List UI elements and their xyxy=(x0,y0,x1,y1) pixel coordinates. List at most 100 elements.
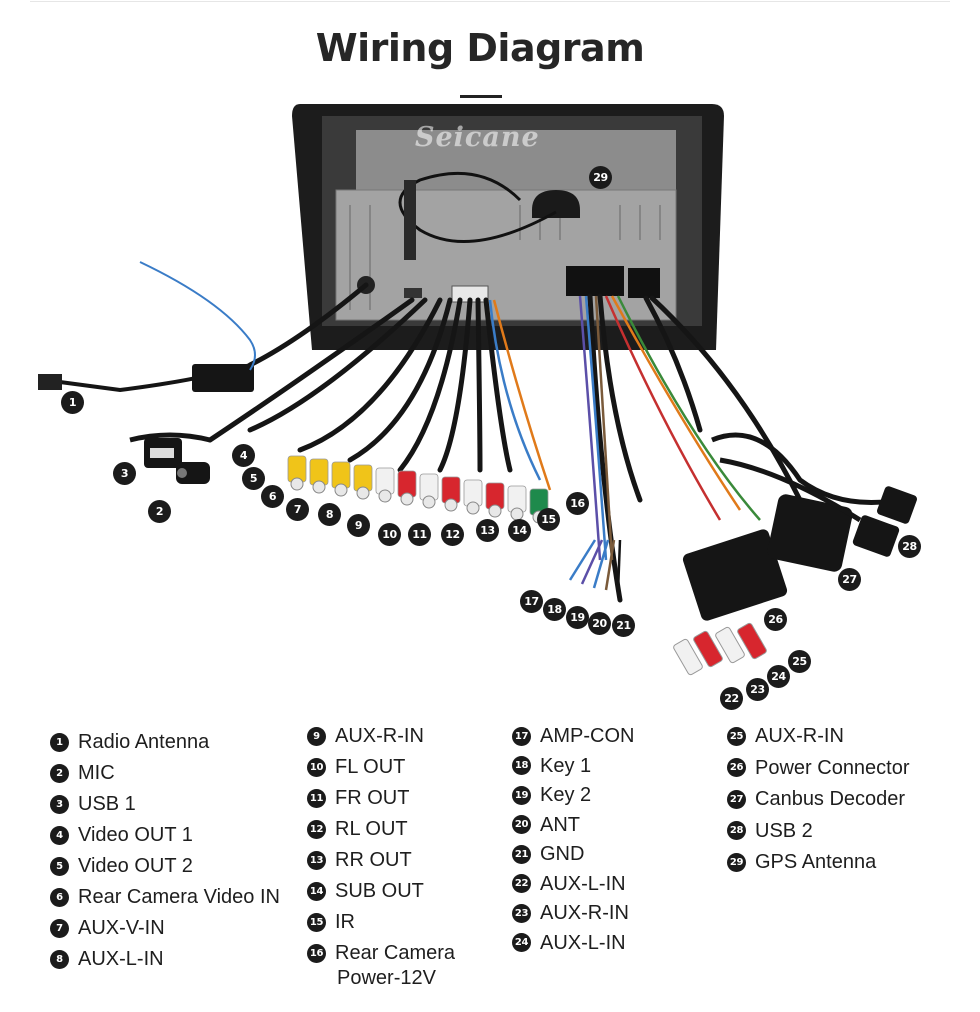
aux-rca-plugs xyxy=(673,622,767,676)
legend-label: AUX-R-IN xyxy=(540,902,629,924)
legend-label: AUX-L-IN xyxy=(540,872,626,895)
title-underline xyxy=(460,95,502,98)
legend-label: Video OUT 2 xyxy=(78,855,193,877)
callout-10: 10 xyxy=(378,523,401,546)
legend-item-2: 2 MIC xyxy=(50,762,115,784)
aux-rca-plug xyxy=(715,626,745,664)
legend-label: RL OUT xyxy=(335,818,408,840)
callout-22: 22 xyxy=(720,687,743,710)
aux-rca-plug xyxy=(673,638,703,676)
legend-number-badge: 27 xyxy=(727,789,746,809)
legend-number-badge: 26 xyxy=(727,758,746,777)
legend-number-badge: 6 xyxy=(50,887,69,907)
legend-item-9: 9 AUX-R-IN xyxy=(307,725,424,747)
legend-item-16: 16 Rear Camera xyxy=(307,942,455,964)
callout-11: 11 xyxy=(408,523,431,546)
legend-label-line2: Power-12V xyxy=(337,967,436,989)
legend-label: AUX-V-IN xyxy=(78,917,165,939)
legend-number-badge: 4 xyxy=(50,825,69,845)
legend-number-badge: 9 xyxy=(307,726,326,746)
legend-number-badge: 11 xyxy=(307,788,326,808)
legend-number-badge: 19 xyxy=(512,785,531,805)
legend-number-badge: 21 xyxy=(512,844,531,864)
legend-label: USB 1 xyxy=(78,793,136,815)
legend-item-7: 7 AUX-V-IN xyxy=(50,917,165,939)
rca-tip xyxy=(400,492,414,506)
rca-tip xyxy=(466,501,480,515)
legend-number-badge: 28 xyxy=(727,821,746,840)
callout-3: 3 xyxy=(113,462,136,485)
gps-antenna xyxy=(398,171,580,260)
legend-number-badge: 7 xyxy=(50,918,69,938)
legend-item-19: 19 Key 2 xyxy=(512,784,591,806)
legend-number-badge: 2 xyxy=(50,763,69,783)
legend-label: AUX-R-IN xyxy=(755,725,844,747)
legend-number-badge: 14 xyxy=(307,881,326,901)
wiring-illustration xyxy=(38,104,917,676)
callout-21: 21 xyxy=(612,614,635,637)
legend-label: RR OUT xyxy=(335,849,412,871)
legend-item-8: 8 AUX-L-IN xyxy=(50,948,164,970)
legend-label: AUX-L-IN xyxy=(78,948,164,970)
usb-1-connector xyxy=(129,432,211,468)
legend-number-badge: 12 xyxy=(307,819,326,839)
legend-item-20: 20 ANT xyxy=(512,814,580,836)
legend-number-badge: 16 xyxy=(307,943,326,963)
legend-label: ANT xyxy=(540,813,580,836)
legend-label: Key 2 xyxy=(540,784,592,806)
legend-number-badge: 25 xyxy=(727,726,746,746)
legend-number-badge: 23 xyxy=(512,903,531,923)
legend-label: AUX-R-IN xyxy=(335,725,424,747)
canbus-decoder xyxy=(711,432,901,572)
legend-label: IR xyxy=(335,911,355,933)
legend-label: Rear Camera xyxy=(335,942,456,964)
rca-tip xyxy=(378,489,392,503)
legend-label: MIC xyxy=(78,762,115,784)
callout-26: 26 xyxy=(764,608,787,631)
aux-rca-plug xyxy=(737,622,767,660)
callout-5: 5 xyxy=(242,467,265,490)
power-connector xyxy=(682,529,788,621)
callout-25: 25 xyxy=(788,650,811,673)
callout-17: 17 xyxy=(520,590,543,613)
legend-item-23: 23 AUX-R-IN xyxy=(512,902,629,924)
radio-antenna-cable xyxy=(38,261,256,393)
aux-rca-plug xyxy=(693,630,723,668)
rca-connectors xyxy=(287,455,549,524)
legend-number-badge: 20 xyxy=(512,815,531,834)
callout-8: 8 xyxy=(318,503,341,526)
wire-tails xyxy=(568,539,622,593)
legend-number-badge: 8 xyxy=(50,949,69,969)
callout-23: 23 xyxy=(746,678,769,701)
legend-label: AMP-CON xyxy=(540,725,635,747)
callout-4: 4 xyxy=(232,444,255,467)
legend-label: FL OUT xyxy=(335,756,406,778)
callout-27: 27 xyxy=(838,568,861,591)
mic-jack xyxy=(176,462,210,484)
callout-12: 12 xyxy=(441,523,464,546)
callout-24: 24 xyxy=(767,665,790,688)
legend-label: GPS Antenna xyxy=(755,851,877,873)
usb-2-connector xyxy=(852,486,917,557)
callout-9: 9 xyxy=(347,514,370,537)
rca-tip xyxy=(290,477,304,491)
legend-number-badge: 1 xyxy=(50,732,69,752)
callout-2: 2 xyxy=(148,500,171,523)
legend-label: Key 1 xyxy=(540,754,592,777)
callout-18: 18 xyxy=(543,598,566,621)
legend-number-badge: 3 xyxy=(50,794,69,814)
callout-7: 7 xyxy=(286,498,309,521)
page-title: Wiring Diagram xyxy=(315,26,645,70)
